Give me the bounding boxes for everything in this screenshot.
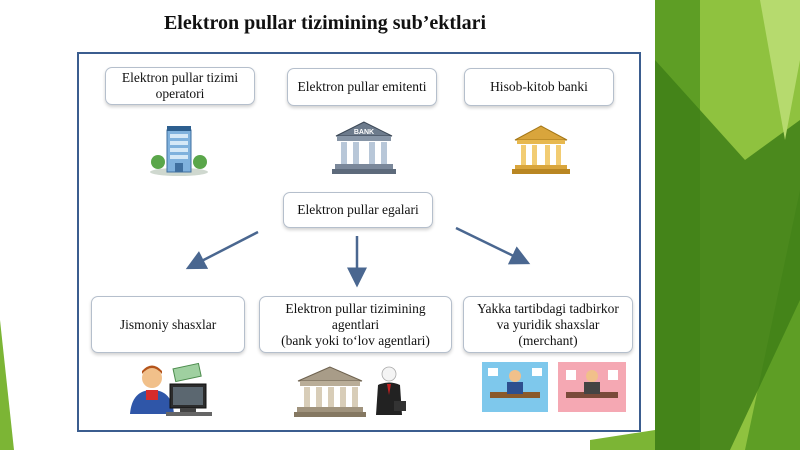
agents-box: Elektron pullar tizimining agentlari (ba… [259,296,452,353]
merchants-label-line-2: va yuridik shaxslar [496,316,600,332]
operator-label-line-1: Elektron pullar tizimi [121,70,239,85]
operator-box: Elektron pullar tizimi operatori [105,67,255,105]
bank-icon: BANK [332,121,396,174]
merchant-office-icon [482,362,626,412]
merchants-label-line-3: (merchant) [518,332,578,348]
green-panel-highlight [760,0,800,140]
page-title: Elektron pullar tizimining sub’ektlari [163,12,487,34]
bank-businessman-icon [294,366,406,417]
office-building-icon [150,126,208,176]
individuals-box: Jismoniy shasxlar [91,296,245,353]
money-holders-label: Elektron pullar egalari [297,202,419,217]
settlement-bank-box: Hisob-kitob banki [464,68,614,106]
merchants-label-line-1: Yakka tartibdagi tadbirkor [477,300,619,316]
gold-bank-icon [512,125,570,174]
settlement-bank-label: Hisob-kitob banki [490,79,588,94]
green-panel-mid [655,60,800,450]
green-panel-bottom [590,430,655,450]
bank-sign: BANK [354,129,374,136]
green-shape-left [0,320,14,450]
emitent-label: Elektron pullar emitenti [297,79,427,94]
agents-label-line-3: (bank yoki to‘lov agentlari) [281,332,430,348]
emitent-box: Elektron pullar emitenti [287,68,437,106]
agents-label-line-1: Elektron pullar tizimining [285,300,426,316]
money-holders-box: Elektron pullar egalari [283,192,433,228]
individuals-label: Jismoniy shasxlar [119,316,217,332]
operator-label-line-2: operatori [155,86,205,101]
person-computer-icon [130,362,212,416]
agents-label-line-2: agentlari [331,316,380,332]
merchants-box: Yakka tartibdagi tadbirkor va yuridik sh… [463,296,633,353]
